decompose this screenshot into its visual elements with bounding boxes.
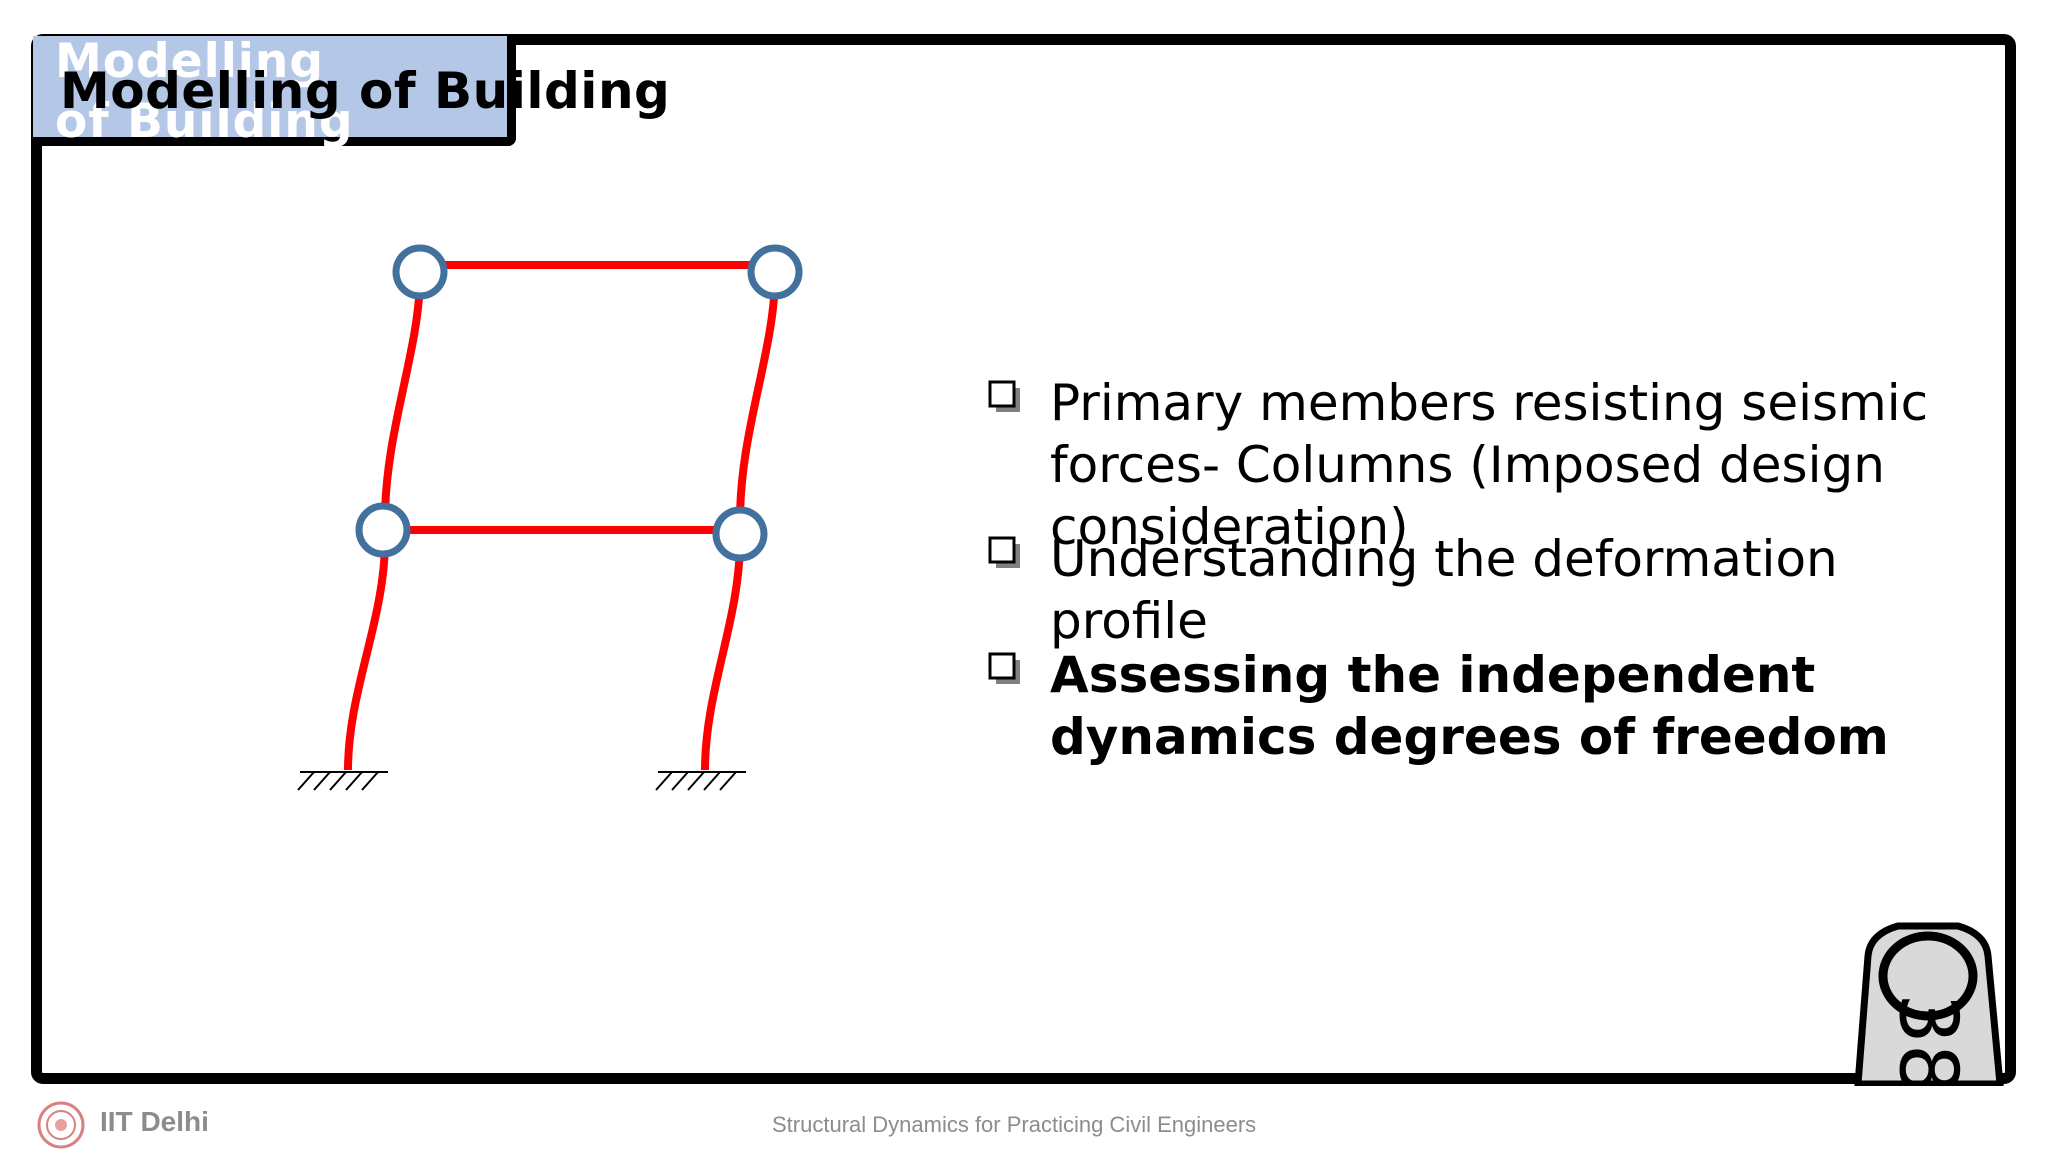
joint-top-left — [392, 244, 448, 300]
building-frame-diagram — [297, 244, 803, 791]
right-lower-column — [701, 539, 744, 771]
joint-mid-left — [355, 502, 411, 558]
left-lower-column — [344, 539, 389, 771]
left-upper-column — [381, 274, 424, 521]
bullet-text: Understanding the deformation profile — [1050, 530, 1838, 650]
fixed-support-icon — [297, 771, 388, 791]
joint-mid-right — [712, 506, 768, 562]
joint-top-right — [747, 244, 803, 300]
footer-organization: IIT Delhi — [100, 1106, 209, 1137]
footer-course-title: Structural Dynamics for Practicing Civil… — [772, 1112, 1257, 1137]
title-box — [33, 36, 516, 146]
title-shadow-text: Modelling of Building — [55, 34, 354, 149]
bullet-text: Primary members resisting seismic forces… — [1050, 374, 1929, 556]
hollow-square-bullet-icon — [988, 536, 1020, 568]
slide-frame — [31, 34, 2016, 1084]
bullet-item: Primary members resisting seismic forces… — [988, 372, 2010, 558]
hollow-square-bullet-icon — [988, 380, 1020, 412]
page-number: 38 — [1882, 993, 1975, 1086]
bullet-text: Assessing the independent dynamics degre… — [1050, 646, 1889, 766]
bullet-item: Assessing the independent dynamics degre… — [988, 644, 2010, 768]
bullet-item: Understanding the deformation profile — [988, 528, 2010, 652]
fixed-support-icon — [655, 771, 746, 791]
hollow-square-bullet-icon — [988, 652, 1020, 684]
right-upper-column — [736, 274, 779, 521]
slide-title: Modelling of Building — [60, 62, 671, 120]
iit-delhi-logo-icon — [37, 1101, 85, 1149]
weight-icon: 38 — [1854, 922, 2004, 1086]
